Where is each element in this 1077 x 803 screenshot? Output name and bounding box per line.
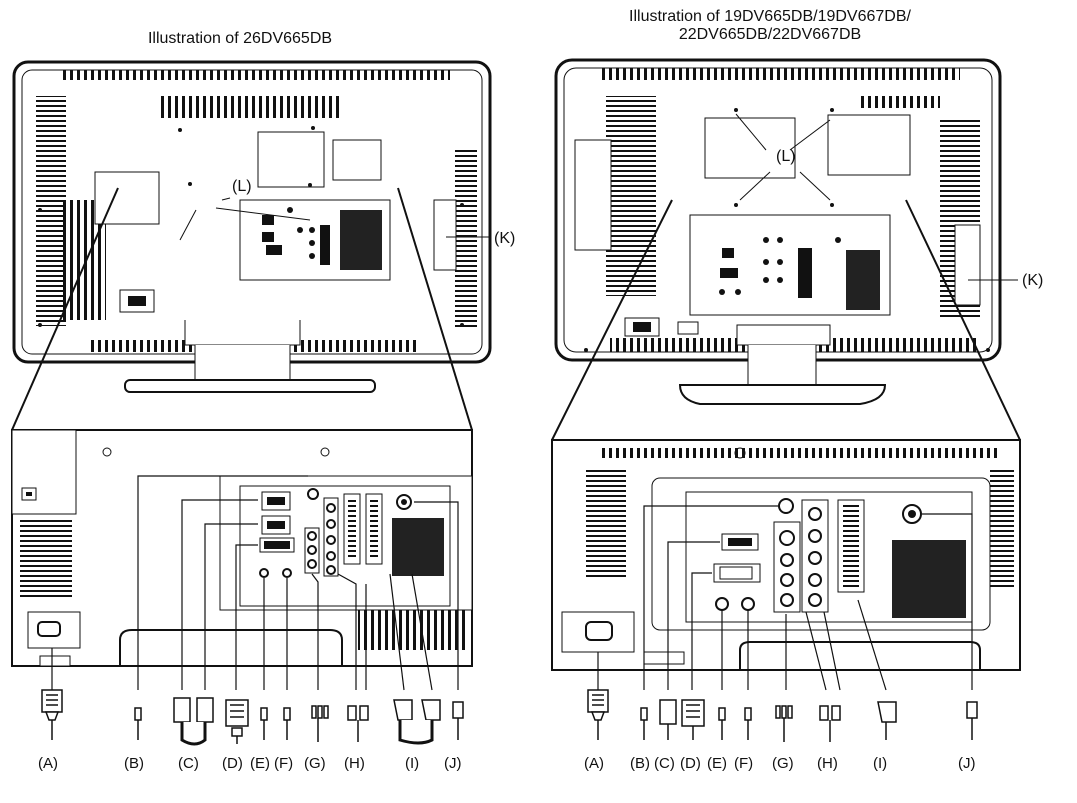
left-label-G: (G) [304,755,326,772]
left-connector-icons [41,689,464,746]
right-label-D: (D) [680,755,701,772]
left-label-D: (D) [222,755,243,772]
left-label-J: (J) [444,755,462,772]
right-label-A: (A) [584,755,604,772]
right-title-line-1: Illustration of 19DV665DB/19DV667DB/ [629,8,911,25]
right-label-E: (E) [707,755,727,772]
left-label-A: (A) [38,755,58,772]
right-label-F: (F) [734,755,754,772]
left-label-I: (I) [405,755,420,772]
left-callout-L: (L) [232,178,252,195]
left-label-F: (F) [274,755,294,772]
left-callout-K: (K) [494,230,516,247]
right-tv-back-panel [551,58,1021,441]
right-title-line-2: 22DV665DB/22DV667DB [678,26,862,43]
right-zoomed-connector-panel [551,439,1021,671]
right-label-I: (I) [873,755,888,772]
left-label-B: (B) [124,755,144,772]
left-label-H: (H) [344,755,365,772]
right-leader-lines [597,505,973,691]
right-callout-K: (K) [1022,272,1044,289]
left-label-C: (C) [178,755,199,772]
left-illustration-title: Illustration of 26DV665DB [147,30,333,47]
left-zoomed-connector-panel [11,429,473,667]
right-label-J: (J) [958,755,976,772]
left-label-E: (E) [250,755,270,772]
right-connector-icons [587,689,978,742]
left-leader-lines [51,475,459,691]
right-callout-L: (L) [776,148,796,165]
right-label-H: (H) [817,755,838,772]
right-label-G: (G) [772,755,794,772]
right-label-B: (B) [630,755,650,772]
left-tv-back-panel [11,60,492,431]
right-illustration-title: Illustration of 19DV665DB/19DV667DB/ 22D… [590,8,950,44]
right-label-C: (C) [654,755,675,772]
